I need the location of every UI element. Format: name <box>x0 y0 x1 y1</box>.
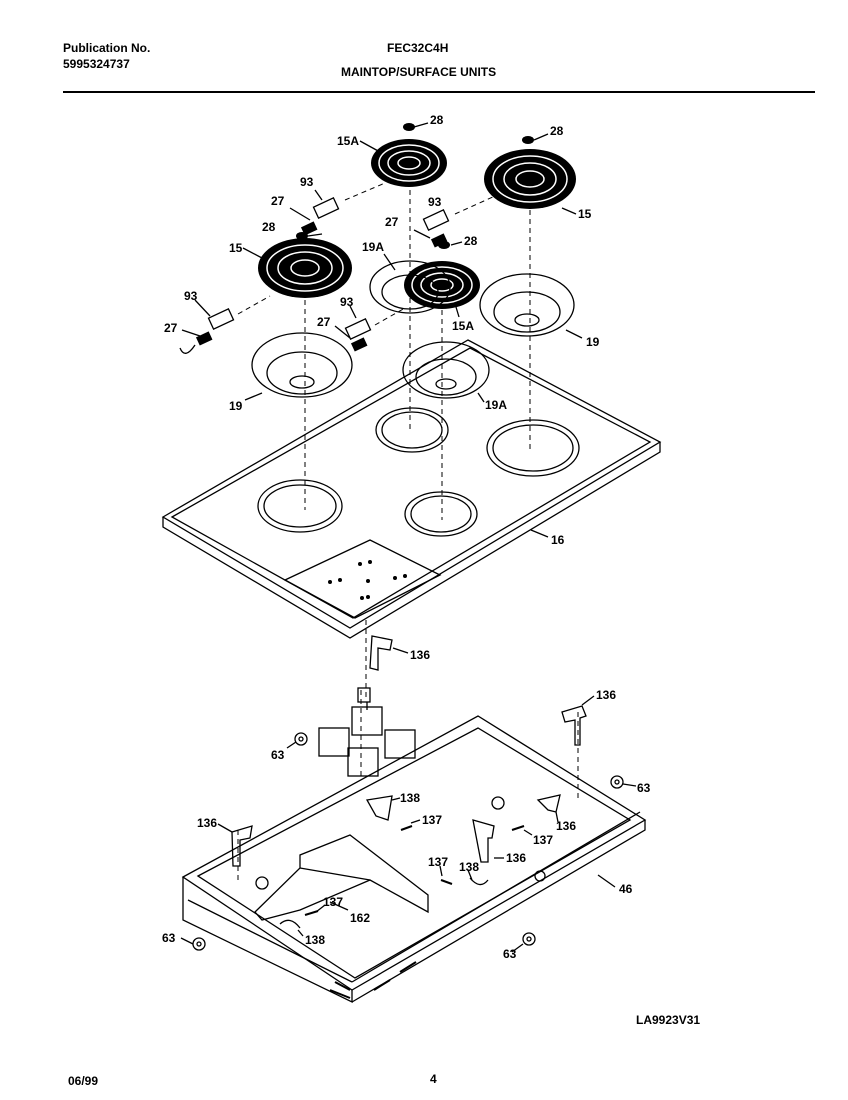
callout-136: 136 <box>506 851 526 865</box>
callout-63: 63 <box>503 947 517 961</box>
callout-27: 27 <box>164 321 178 335</box>
callout-136: 136 <box>596 688 616 702</box>
callout-138: 138 <box>305 933 325 947</box>
callout-63: 63 <box>271 748 285 762</box>
callout-labels: 28 28 28 28 15A 15A 15 15 93 93 93 93 27… <box>162 113 651 961</box>
surface-element-15A-rear-left <box>371 123 447 187</box>
callout-28: 28 <box>430 113 444 127</box>
drip-bowl-19-front-left <box>251 332 353 398</box>
callout-27: 27 <box>271 194 285 208</box>
footer-date: 06/99 <box>68 1074 98 1088</box>
callout-138: 138 <box>459 860 479 874</box>
receptacle-blocks <box>179 182 496 354</box>
section-title: MAINTOP/SURFACE UNITS <box>341 65 497 79</box>
callout-136: 136 <box>410 648 430 662</box>
callout-19A: 19A <box>485 398 507 412</box>
callout-137: 137 <box>323 895 343 909</box>
drawing-id: LA9923V31 <box>636 1013 700 1027</box>
alignment-lines <box>237 190 579 880</box>
callout-27: 27 <box>385 215 399 229</box>
callout-93: 93 <box>300 175 314 189</box>
callout-19: 19 <box>586 335 600 349</box>
infinite-switches <box>318 687 416 777</box>
brackets-136 <box>231 635 587 867</box>
callout-63: 63 <box>637 781 651 795</box>
callout-27: 27 <box>317 315 331 329</box>
callout-137: 137 <box>533 833 553 847</box>
publication-label: Publication No. <box>63 41 151 55</box>
maintop-16 <box>161 339 662 639</box>
callout-19: 19 <box>229 399 243 413</box>
callout-16: 16 <box>551 533 565 547</box>
drip-bowl-19A-front-right <box>402 341 490 399</box>
callout-15A: 15A <box>452 319 474 333</box>
header-rule <box>63 91 815 93</box>
callout-15: 15 <box>578 207 592 221</box>
surface-element-15-front-left <box>258 232 352 298</box>
callout-19A: 19A <box>362 240 384 254</box>
callout-137: 137 <box>428 855 448 869</box>
callout-93: 93 <box>184 289 198 303</box>
model-number: FEC32C4H <box>387 41 449 55</box>
drip-bowl-19-rear-right <box>479 273 575 337</box>
callout-28: 28 <box>550 124 564 138</box>
callout-136: 136 <box>556 819 576 833</box>
callout-28: 28 <box>464 234 478 248</box>
callout-162: 162 <box>350 911 370 925</box>
burner-box-46 <box>181 715 647 1004</box>
publication-number: 5995324737 <box>63 57 130 71</box>
callout-138: 138 <box>400 791 420 805</box>
surface-element-15A-front-right <box>404 241 480 309</box>
callout-15A: 15A <box>337 134 359 148</box>
callout-93: 93 <box>428 195 442 209</box>
page-number: 4 <box>430 1072 437 1086</box>
callout-15: 15 <box>229 241 243 255</box>
leader-lines <box>180 122 637 953</box>
callout-46: 46 <box>619 882 633 896</box>
bushings-63 <box>192 732 624 951</box>
callout-93: 93 <box>340 295 354 309</box>
callout-136: 136 <box>197 816 217 830</box>
callout-137: 137 <box>422 813 442 827</box>
surface-element-15-rear-right <box>484 136 576 209</box>
heat-shield-162 <box>254 834 429 921</box>
callout-63: 63 <box>162 931 176 945</box>
callout-28: 28 <box>262 220 276 234</box>
